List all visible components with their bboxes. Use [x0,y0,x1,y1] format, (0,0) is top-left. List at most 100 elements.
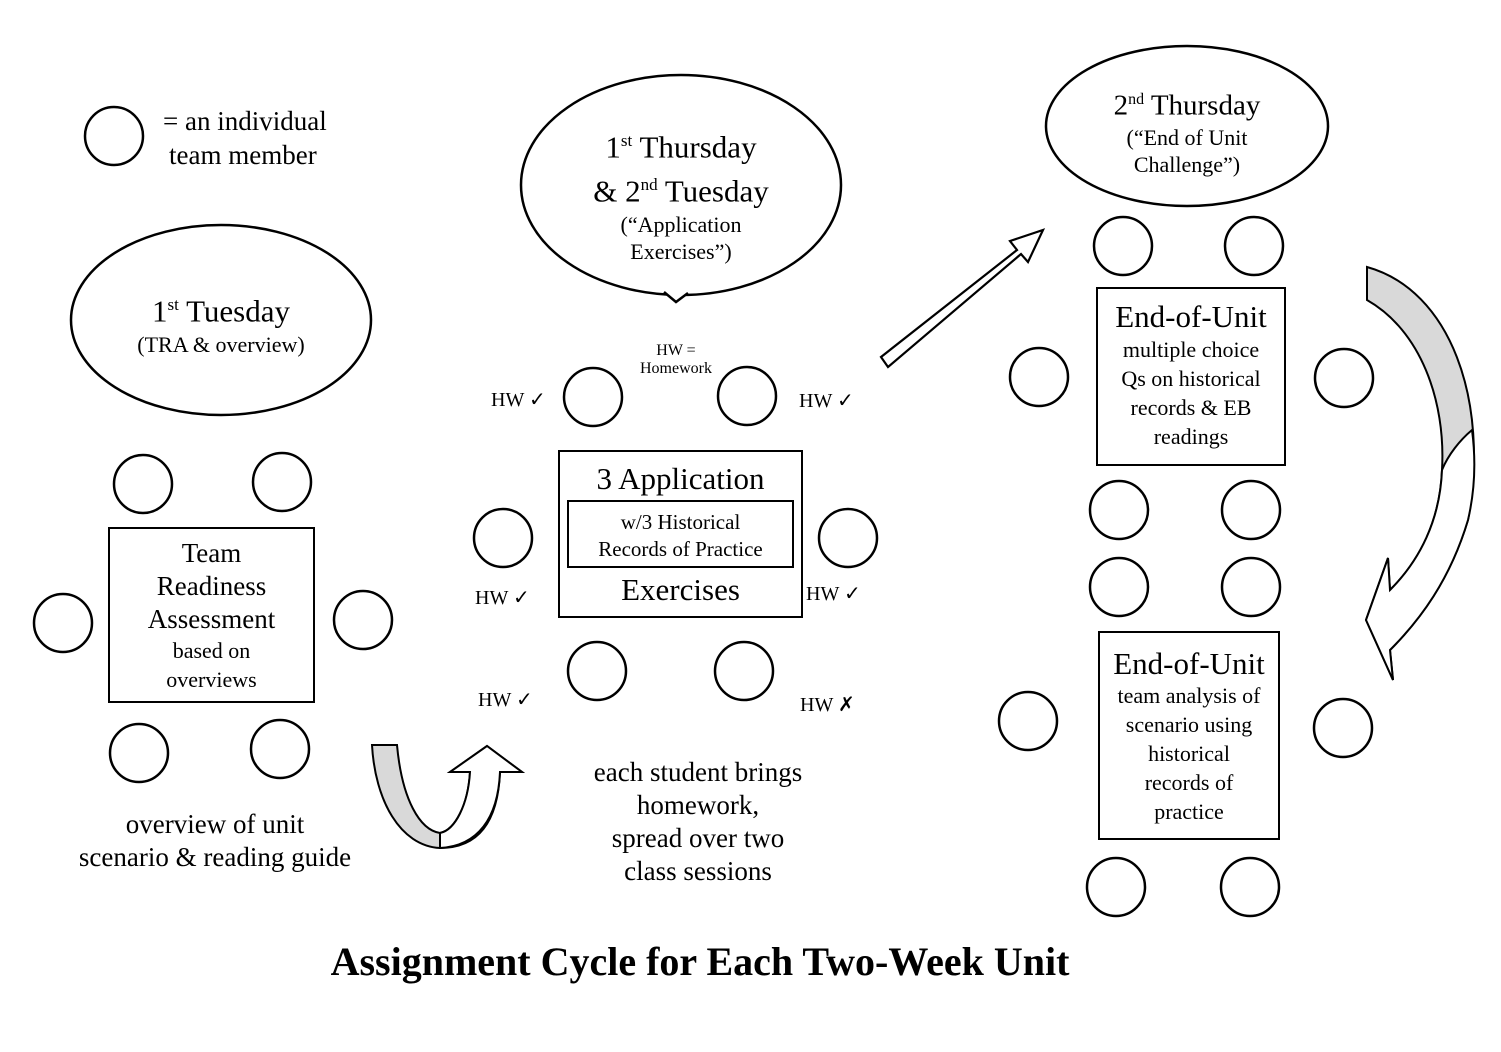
stage3-member-circle [1092,215,1154,277]
stage2-day2: Tuesday [664,173,769,209]
stage3-header: 2nd Thursday (“End of Unit Challenge”) [1067,82,1307,178]
stage2-subtitle-line: (“Application [620,211,742,237]
stage3-day: Thursday [1150,89,1261,122]
stage3-box2-line: records of [1144,770,1234,795]
legend-text: = an individual team member [163,104,327,172]
hw-check-mark: HW ✓ [799,390,854,412]
stage2-ordinal2-suffix: nd [640,175,658,195]
stage1-member-circle [32,592,94,654]
stage2-ellipse-tail [663,291,689,304]
stage3-box2-line: scenario using [1125,712,1253,737]
stage2-application-box: 3 Application w/3 Historical Records of … [558,450,803,618]
stage3-box2-title: End-of-Unit [1113,646,1265,681]
stage1-caption-line: overview of unit [125,809,305,839]
stage3-analysis-box: End-of-Unit team analysis of scenario us… [1098,631,1280,840]
stage3-box1-line: records & EB [1130,395,1252,420]
diagram-title: Assignment Cycle for Each Two-Week Unit [330,939,1070,984]
stage3-day-label: 2nd Thursday [1067,82,1307,124]
stage3-member-circle [1088,479,1150,541]
stage3-ordinal-number: 2 [1113,89,1129,122]
stage3-member-circle [1312,697,1374,759]
stage3-ellipse [1044,44,1330,208]
stage3-member-circle [1085,856,1147,918]
stage1-ordinal-number: 1 [151,293,168,329]
stage2-subtitle-line: Exercises”) [630,238,732,264]
stage1-tra-box: Team Readiness Assessment based on overv… [108,527,315,703]
stage1-caption-line: scenario & reading guide [78,842,352,872]
legend-line: = an individual [163,106,327,136]
stage2-ordinal1-suffix: st [620,131,633,150]
stage1-member-circle [332,589,394,651]
stage3-member-circle [1088,556,1150,618]
stage3-box1-line: multiple choice [1122,337,1260,362]
stage3-member-circle [1219,856,1281,918]
stage3-mcq-box: End-of-Unit multiple choice Qs on histor… [1096,287,1286,466]
stage1-member-circle [108,722,170,784]
stage2-amp: & 2 [593,173,641,209]
stage2-member-circle [472,507,534,569]
stage2-caption-line: class sessions [624,856,772,886]
legend-line: team member [169,140,317,170]
stage1-subtitle: (TRA & overview) [137,332,305,358]
stage2-inner-line: w/3 Historical [620,510,741,534]
hw-check-mark: HW ✓ [491,389,546,411]
stage3-member-circle [1220,479,1282,541]
stage3-subtitle-line: (“End of Unit [1126,124,1248,150]
hw-check-mark: HW ✓ [806,583,861,605]
stage1-box-line: overviews [166,667,257,692]
stage3-member-circle [1313,347,1375,409]
stage3-member-circle [1220,556,1282,618]
stage2-caption-line: homework, [636,790,760,820]
stage1-day: Tuesday [186,293,290,329]
stage2-caption-line: spread over two [611,823,785,853]
stage3-member-circle [997,690,1059,752]
stage2-member-circle [562,366,624,428]
stage3-box2-line: practice [1154,799,1224,824]
stage3-subtitle-line: Challenge”) [1133,151,1241,177]
stage1-member-circle [251,451,313,513]
stage2-header: 1st Thursday & 2nd Tuesday (“Application… [541,122,821,265]
stage1-box-line: Assessment [147,604,276,634]
stage3-box1-line: readings [1153,424,1229,449]
stage1-member-circle [249,718,311,780]
stage2-inner-line: Records of Practice [598,537,763,561]
stage1-box-line: Team [181,538,242,568]
hw-definition: HW = Homework [626,342,726,378]
hw-check-mark: HW ✓ [478,689,533,711]
stage3-box1-title: End-of-Unit [1115,299,1267,334]
stage1-day-label: 1st Tuesday [96,286,346,330]
hw-cross-mark: HW ✗ [800,694,855,716]
stage3-box2-line: historical [1148,741,1230,766]
stage2-member-circle [817,507,879,569]
stage3-box1-line: Qs on historical [1121,366,1261,391]
stage2-day2-label: & 2nd Tuesday [541,166,821,210]
stage2-caption-line: each student brings [593,757,803,787]
stage3-member-circle [1223,215,1285,277]
stage3-member-circle [1008,346,1070,408]
diagonal-arrow [879,228,1046,369]
stage1-ordinal-suffix: st [167,295,179,314]
legend-member-circle [83,105,145,167]
hw-check-mark: HW ✓ [475,587,530,609]
stage1-box-line: Readiness [156,571,267,601]
stage1-member-circle [112,453,174,515]
stage2-member-circle [566,640,628,702]
stage2-member-circle [716,365,778,427]
stage1-box-line: based on [172,638,251,663]
stage2-day1: Thursday [639,129,757,165]
stage1-header: 1st Tuesday (TRA & overview) [96,286,346,360]
stage2-member-circle [713,640,775,702]
stage3-box2-line: team analysis of [1117,683,1261,708]
stage2-ordinal1-number: 1 [605,129,621,165]
stage1-caption: overview of unit scenario & reading guid… [40,808,390,874]
stage2-day1-label: 1st Thursday [541,122,821,166]
stage3-ordinal-suffix: nd [1128,91,1145,108]
stage2-box-top: 3 Application [596,461,765,496]
stage1-ellipse [69,223,373,417]
hw-definition-line: HW = [656,342,696,359]
stage2-box-bottom: Exercises [621,572,740,607]
stage2-caption: each student brings homework, spread ove… [548,756,848,888]
stage2-inner-box: w/3 Historical Records of Practice [567,500,794,568]
hw-definition-line: Homework [640,360,712,377]
